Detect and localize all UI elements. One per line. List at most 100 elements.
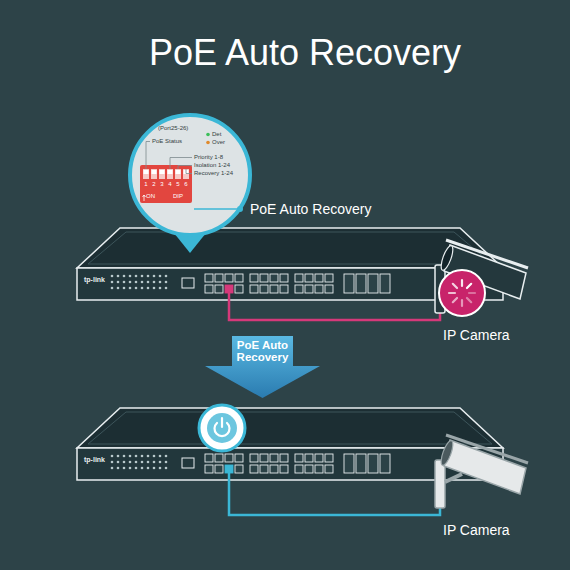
dip-label: 6 <box>182 181 190 188</box>
switch-top <box>77 228 503 268</box>
console-port <box>182 458 194 468</box>
dip-leader <box>178 166 192 170</box>
spinner-tick <box>449 292 455 294</box>
magnifier-circle <box>130 115 250 235</box>
led <box>153 467 156 470</box>
led <box>117 467 120 470</box>
led <box>141 275 144 278</box>
dip-slot <box>175 169 181 179</box>
ethernet-port <box>225 454 233 462</box>
led <box>129 275 132 278</box>
ethernet-port <box>235 274 243 282</box>
ethernet-port <box>260 454 268 462</box>
spinner-tick <box>469 292 475 294</box>
ethernet-port <box>215 465 223 473</box>
on-arrow <box>143 195 146 201</box>
port-cable-stub <box>228 293 231 302</box>
ethernet-port <box>305 285 313 293</box>
flow-arrow <box>205 336 320 398</box>
poe-cable <box>229 302 410 320</box>
ethernet-port <box>270 454 278 462</box>
dip-lever <box>144 170 149 174</box>
arrow-node: PoE Auto Recovery <box>205 336 320 398</box>
brand-logo: tp-link <box>84 276 105 283</box>
camera-shield <box>446 240 528 268</box>
dip-lever <box>176 170 181 174</box>
sfp-port <box>368 454 378 473</box>
dip-slot <box>143 169 149 179</box>
led <box>141 461 144 464</box>
power-bar <box>221 418 223 427</box>
led <box>147 467 150 470</box>
ethernet-port <box>305 274 313 282</box>
led <box>117 275 120 278</box>
leader-line <box>194 208 240 210</box>
led <box>123 455 126 458</box>
spinner-tick <box>467 298 471 302</box>
dip-label: Priority 1-8 <box>194 154 223 161</box>
led <box>117 287 120 290</box>
ethernet-port <box>280 465 288 473</box>
dip-switches <box>143 169 189 179</box>
ethernet-port <box>280 274 288 282</box>
dip-slot <box>151 169 157 179</box>
led <box>135 275 138 278</box>
led <box>123 287 126 290</box>
led <box>117 455 120 458</box>
led <box>135 287 138 290</box>
led <box>153 287 156 290</box>
ethernet-port <box>215 274 223 282</box>
dip-lever <box>168 170 173 174</box>
led <box>123 281 126 284</box>
led <box>111 455 114 458</box>
ethernet-port <box>260 285 268 293</box>
ethernet-port <box>235 454 243 462</box>
led <box>159 275 162 278</box>
over-led <box>206 141 210 145</box>
ethernet-port <box>260 465 268 473</box>
callout-label: PoE Auto Recovery <box>250 201 371 217</box>
led <box>129 287 132 290</box>
camera-node: IP Camera <box>410 235 530 347</box>
dip-label: Over <box>212 139 225 146</box>
ethernet-port <box>260 274 268 282</box>
led <box>159 461 162 464</box>
ethernet-port <box>270 285 278 293</box>
active-port <box>225 465 233 473</box>
ethernet-port <box>280 285 288 293</box>
ethernet-port <box>270 465 278 473</box>
ethernet-port <box>315 454 323 462</box>
leader-dot <box>237 206 243 212</box>
dip-slot <box>159 169 165 179</box>
icon-disc <box>207 413 237 443</box>
led <box>129 455 132 458</box>
ethernet-port <box>235 285 243 293</box>
led <box>147 275 150 278</box>
led <box>147 455 150 458</box>
led <box>153 455 156 458</box>
sfp-port <box>380 274 390 293</box>
led <box>111 281 114 284</box>
ethernet-port <box>215 454 223 462</box>
icon-ring <box>199 405 245 451</box>
led <box>129 461 132 464</box>
ethernet-port <box>215 285 223 293</box>
ethernet-port <box>325 454 333 462</box>
led <box>141 287 144 290</box>
ethernet-port <box>250 465 258 473</box>
led <box>111 467 114 470</box>
led <box>165 467 168 470</box>
ethernet-port <box>305 454 313 462</box>
switch-top-bevel <box>88 232 492 264</box>
led <box>153 461 156 464</box>
ethernet-port <box>235 465 243 473</box>
led <box>111 461 114 464</box>
led <box>111 287 114 290</box>
led <box>123 467 126 470</box>
dip-leader <box>186 169 192 174</box>
ethernet-port <box>205 274 213 282</box>
led <box>135 455 138 458</box>
led <box>159 287 162 290</box>
dip-label: 4 <box>166 181 174 188</box>
led <box>117 281 120 284</box>
